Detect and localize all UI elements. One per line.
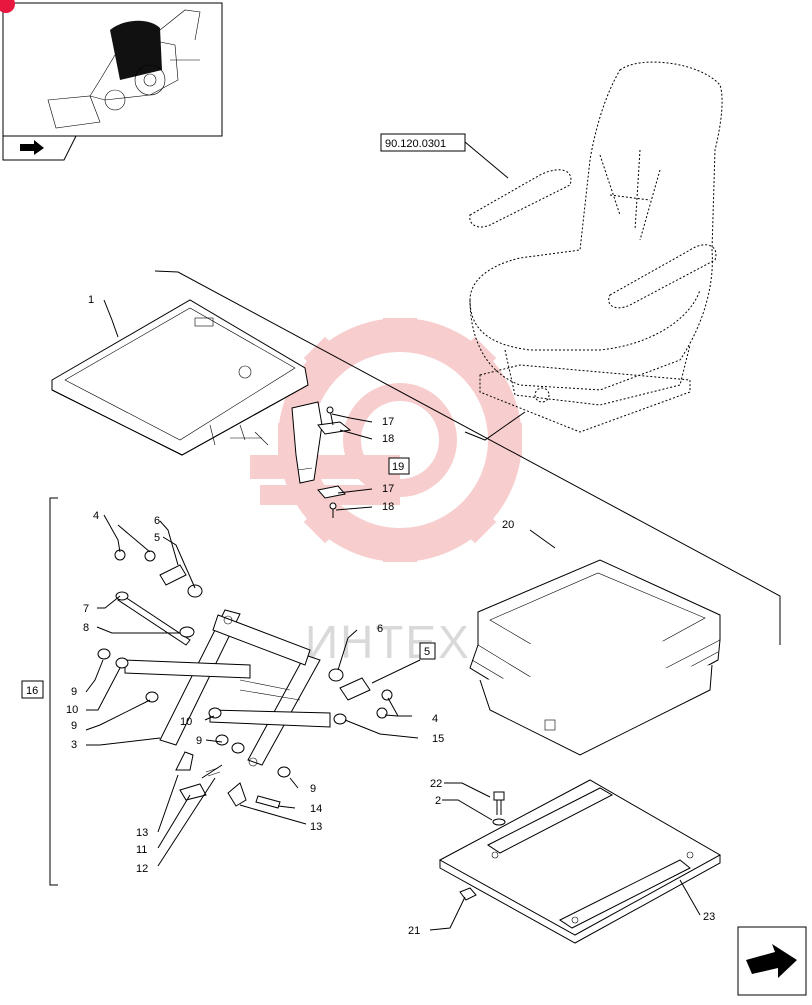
pin-14 bbox=[255, 795, 281, 809]
callout-9-b: 9 bbox=[71, 720, 77, 732]
callout-16: 16 bbox=[26, 685, 38, 697]
bushing-6-upper bbox=[187, 584, 203, 598]
callout-17-lower: 17 bbox=[382, 483, 394, 495]
red-badge-icon bbox=[0, 0, 15, 13]
callout-5-upper: 5 bbox=[154, 532, 160, 544]
callout-16-box bbox=[21, 680, 44, 699]
callout-22: 22 bbox=[430, 778, 442, 790]
callout-8: 8 bbox=[83, 622, 89, 634]
callout-10-a: 10 bbox=[66, 704, 78, 716]
next-arrow-icon bbox=[746, 944, 797, 978]
callout-21: 21 bbox=[408, 925, 420, 937]
callout-14: 14 bbox=[310, 803, 322, 815]
callout-6-upper: 6 bbox=[154, 515, 160, 527]
callout-12: 12 bbox=[136, 863, 148, 875]
latches-11-12-13 bbox=[175, 751, 247, 807]
callout-5-lower: 5 bbox=[424, 646, 430, 658]
leader-lines bbox=[85, 299, 701, 931]
backhoe-loader-icon bbox=[47, 9, 201, 129]
callout-19-box bbox=[388, 457, 410, 475]
callout-9-a: 9 bbox=[71, 686, 77, 698]
assembly-guide-lines bbox=[49, 270, 781, 886]
callout-15: 15 bbox=[432, 733, 444, 745]
clip-17-lower bbox=[317, 485, 346, 518]
callout-9-c: 9 bbox=[196, 735, 202, 747]
washer-2 bbox=[492, 818, 506, 826]
seat-strap bbox=[291, 401, 323, 484]
callout-3: 3 bbox=[71, 739, 77, 751]
seat-suspension-unit bbox=[469, 559, 721, 756]
callout-13-left: 13 bbox=[136, 827, 148, 839]
callout-5-box bbox=[419, 642, 436, 660]
callout-labels: 1 17 18 19 17 18 4 6 5 20 7 8 6 5 16 9 1… bbox=[21, 294, 715, 937]
next-page-button[interactable] bbox=[737, 926, 807, 996]
bolt-22 bbox=[493, 791, 505, 815]
pin-7 bbox=[115, 591, 191, 646]
callout-4-lower: 4 bbox=[432, 713, 438, 725]
bushing-6-lower bbox=[328, 668, 344, 682]
callout-9-d: 9 bbox=[310, 783, 316, 795]
seat-assembly-outline bbox=[469, 61, 723, 433]
thumbnail-panel bbox=[0, 0, 223, 161]
nut-21 bbox=[459, 887, 477, 901]
callout-13-right: 13 bbox=[310, 821, 322, 833]
seat-reference-label: 90.120.0301 bbox=[385, 138, 446, 150]
callout-6-lower: 6 bbox=[377, 623, 383, 635]
watermark-text: ИНТЕХ bbox=[305, 616, 471, 668]
screws-4-lower bbox=[376, 689, 393, 719]
callout-7: 7 bbox=[83, 603, 89, 615]
callout-17-upper: 17 bbox=[382, 416, 394, 428]
callout-11: 11 bbox=[136, 844, 147, 856]
seat-mounting-plate bbox=[51, 299, 309, 456]
clip-17-upper bbox=[317, 406, 352, 435]
scissor-mechanism bbox=[124, 609, 331, 767]
callout-23: 23 bbox=[703, 911, 715, 923]
callout-19: 19 bbox=[392, 461, 404, 473]
ring-8 bbox=[179, 626, 195, 638]
callout-4-upper: 4 bbox=[93, 510, 99, 522]
callout-10-b: 10 bbox=[180, 716, 192, 728]
callout-20: 20 bbox=[502, 519, 514, 531]
seat-reference-box[interactable]: 90.120.0301 bbox=[380, 133, 509, 179]
bushings-9-10 bbox=[97, 648, 347, 778]
callout-18-upper: 18 bbox=[382, 433, 394, 445]
callout-1: 1 bbox=[88, 294, 94, 306]
callout-2: 2 bbox=[435, 795, 441, 807]
block-5-lower bbox=[339, 677, 371, 701]
navigate-arrow-icon[interactable] bbox=[20, 140, 44, 155]
callout-18-lower: 18 bbox=[382, 501, 394, 513]
base-mounting-plate bbox=[438, 779, 722, 944]
block-5-upper bbox=[159, 564, 187, 586]
screws-4-upper bbox=[114, 549, 156, 562]
